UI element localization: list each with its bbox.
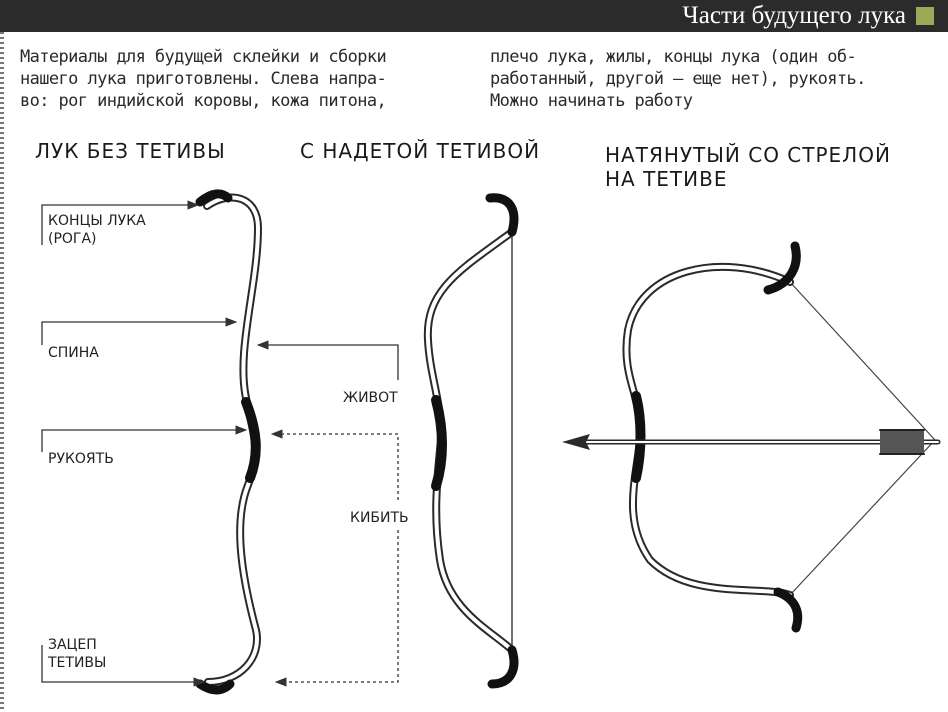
label-grip: РУКОЯТЬ: [48, 451, 114, 467]
label-back: СПИНА: [48, 345, 99, 361]
heading-unstrung: ЛУК БЕЗ ТЕТИВЫ: [35, 139, 226, 163]
page-title: Части будущего лука: [682, 2, 906, 29]
drawn-string-bottom: [789, 439, 936, 596]
callouts-left: [41, 200, 248, 687]
callouts-middle: [256, 340, 399, 687]
accent-square-icon: [916, 7, 934, 25]
drawn-string-top: [789, 281, 936, 441]
heading-strung: С НАДЕТОЙ ТЕТИВОЙ: [300, 139, 541, 163]
arrowhead-icon: [562, 434, 590, 450]
heading-drawn: НАТЯНУТЫЙ СО СТРЕЛОЙ НА ТЕТИВЕ: [605, 143, 891, 191]
strung-bow: [423, 193, 519, 689]
label-nock: ЗАЦЕП ТЕТИВЫ: [48, 637, 107, 671]
caption-right: плечо лука, жилы, концы лука (один об- р…: [490, 47, 866, 111]
label-tips: КОНЦЫ ЛУКА (РОГА): [48, 213, 146, 247]
page-edge-dashes: [0, 32, 4, 712]
header-bar: Части будущего лука: [0, 0, 948, 32]
unstrung-bow: [195, 189, 263, 695]
label-belly: ЖИВОТ: [343, 390, 398, 406]
arrow-fletching-icon: [880, 430, 924, 454]
caption-left: Материалы для будущей склейки и сборки н…: [20, 47, 387, 111]
drawn-bow: [562, 241, 941, 633]
label-limb: КИБИТЬ: [350, 510, 409, 526]
